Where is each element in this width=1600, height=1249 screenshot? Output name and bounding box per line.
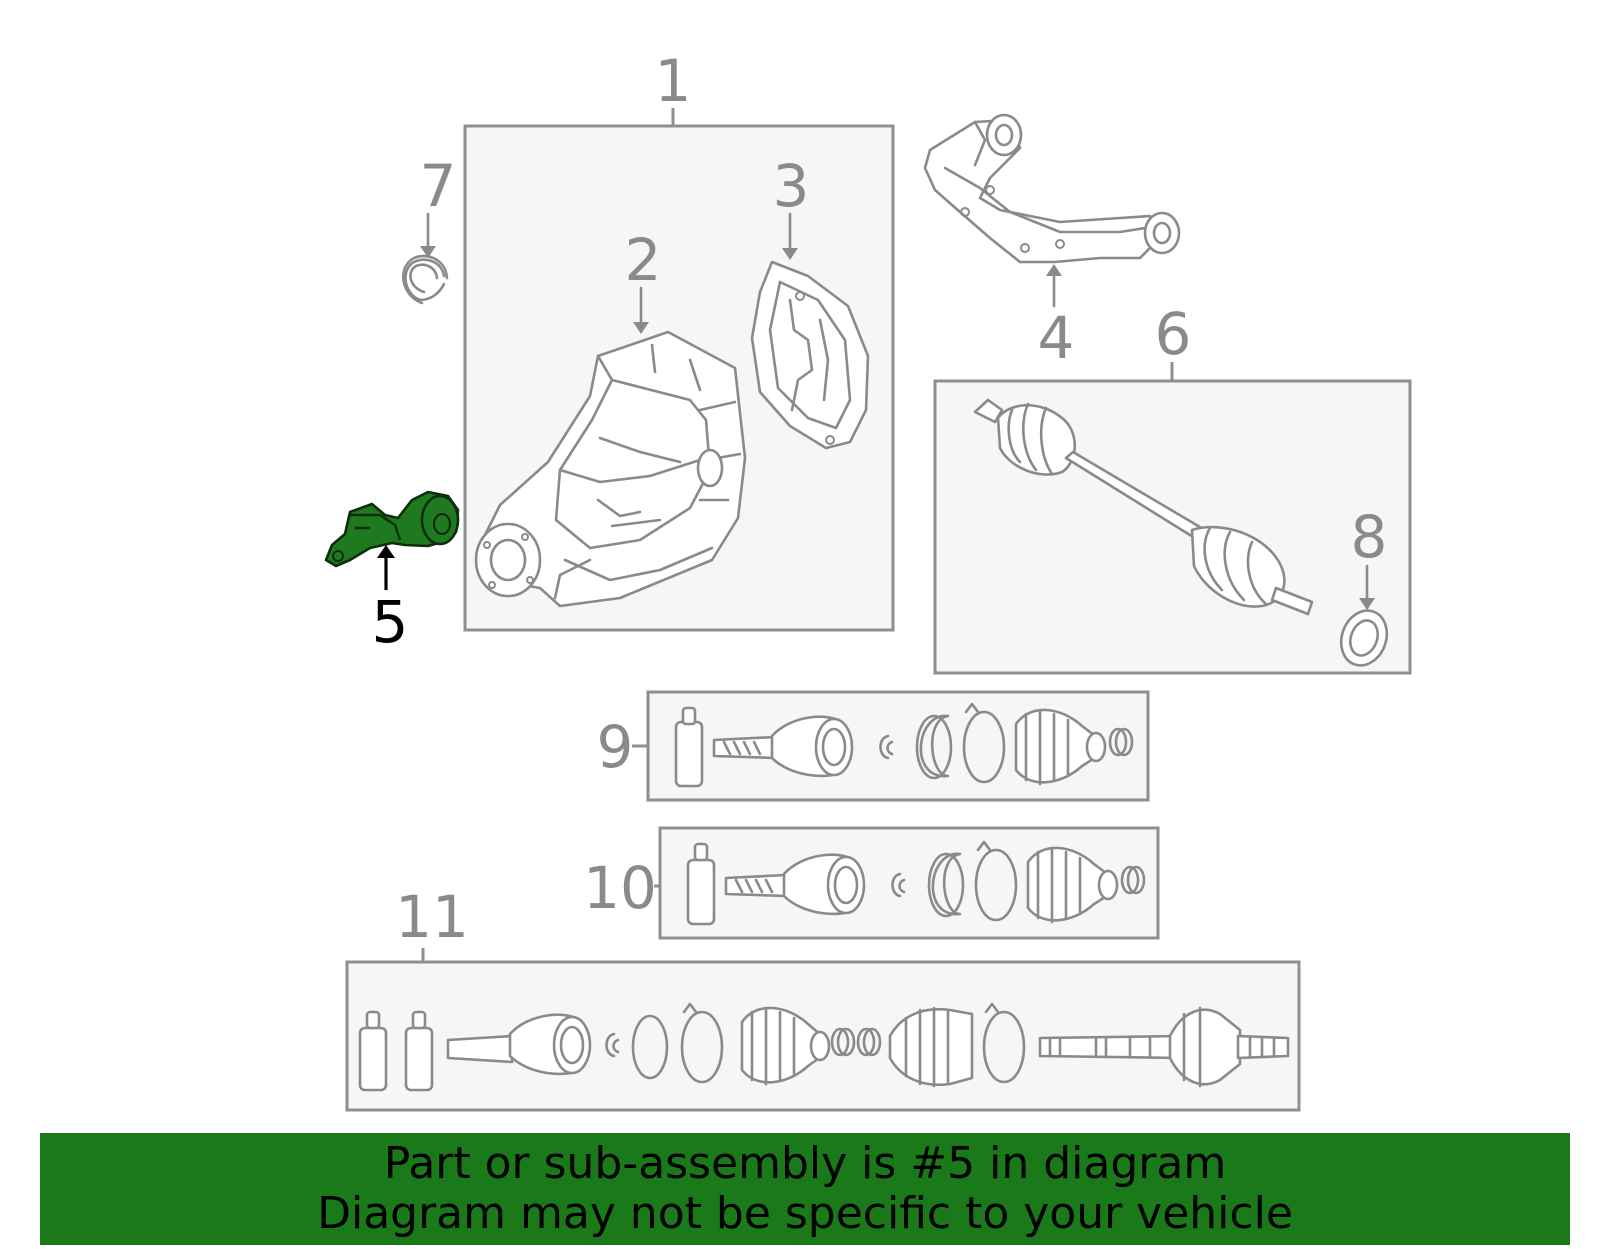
info-banner: Part or sub-assembly is #5 in diagram Di… (40, 1133, 1570, 1245)
part-10-group[interactable]: 10 (583, 826, 1160, 940)
callout-3[interactable]: 3 (773, 152, 810, 220)
part-4-control-arm[interactable]: 4 (923, 113, 1181, 372)
part-7-clip[interactable]: 7 (402, 152, 457, 305)
callout-11[interactable]: 11 (395, 883, 469, 951)
part-11-group[interactable]: 11 (345, 883, 1301, 1112)
part-6-group[interactable]: 6 (933, 300, 1412, 675)
part-9-group[interactable]: 9 (597, 690, 1150, 802)
callout-7[interactable]: 7 (420, 152, 457, 220)
callout-4[interactable]: 4 (1038, 304, 1075, 372)
callout-6[interactable]: 6 (1155, 300, 1192, 368)
callout-2[interactable]: 2 (625, 226, 662, 294)
part-3-cover[interactable]: 3 (750, 152, 870, 450)
banner-line-2: Diagram may not be specific to your vehi… (317, 1188, 1293, 1239)
callout-5[interactable]: 5 (372, 588, 409, 656)
callout-10[interactable]: 10 (583, 854, 657, 922)
banner-line-1: Part or sub-assembly is #5 in diagram (383, 1138, 1227, 1189)
part-5-mount[interactable]: 5 (324, 490, 460, 656)
part-2-differential[interactable]: 2 (474, 226, 747, 608)
callout-1[interactable]: 1 (655, 47, 692, 115)
callout-8[interactable]: 8 (1351, 503, 1388, 571)
callout-9[interactable]: 9 (597, 713, 634, 781)
part-8-seal[interactable]: 8 (1351, 503, 1388, 610)
